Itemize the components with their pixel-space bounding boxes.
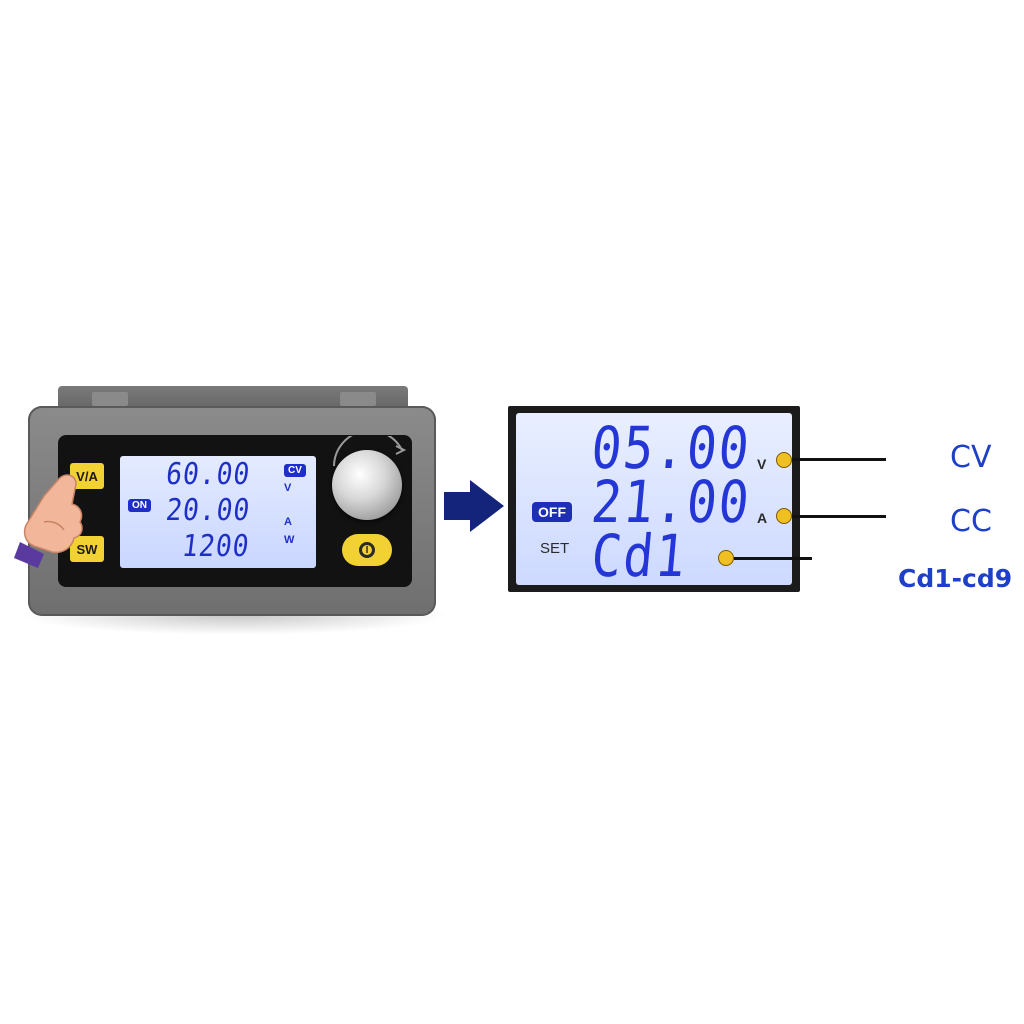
cv-leader-line [792,458,886,461]
housing-clip [340,392,376,406]
lcd-unit-v: V [757,456,767,472]
callout-cc: CC [950,504,992,539]
housing-clip [92,392,128,406]
lcd-unit-a: A [757,510,768,526]
power-icon: I [359,542,375,558]
cc-indicator-dot [776,508,792,524]
cd-leader-line [734,557,812,560]
callout-cd: Cd1-cd9 [898,564,1013,593]
device-cv-badge: CV [284,464,306,477]
cc-leader-line [792,515,886,518]
device-screen [120,456,316,568]
device-unit-v: V [284,482,292,494]
lcd-voltage-readout: 05.00 [588,414,754,482]
device-current-readout: 20.00 [164,493,253,528]
device-on-badge: ON [128,499,151,512]
arrow-right-icon [444,480,504,532]
lcd-screen [516,413,792,585]
finger-pointer-icon [14,474,83,568]
knob-direction-arc-icon [333,436,407,467]
device-unit-w: W [284,534,295,546]
device-voltage-readout: 60.00 [164,457,253,492]
power-button[interactable]: I [342,534,392,566]
rotary-encoder-knob[interactable] [332,450,402,520]
device-unit-a: A [284,516,292,528]
cv-indicator-dot [776,452,792,468]
lcd-off-badge: OFF [532,502,572,522]
power-glyph: I [365,544,369,556]
lcd-set-label: SET [540,540,570,557]
cd-indicator-dot [718,550,734,566]
lcd-current-readout: 21.00 [588,468,754,536]
lcd-mode-readout: Cd1 [588,522,690,590]
device-power-readout: 1200 [180,529,252,564]
sw-button[interactable]: SW [70,536,104,562]
callout-cv: CV [950,440,992,475]
